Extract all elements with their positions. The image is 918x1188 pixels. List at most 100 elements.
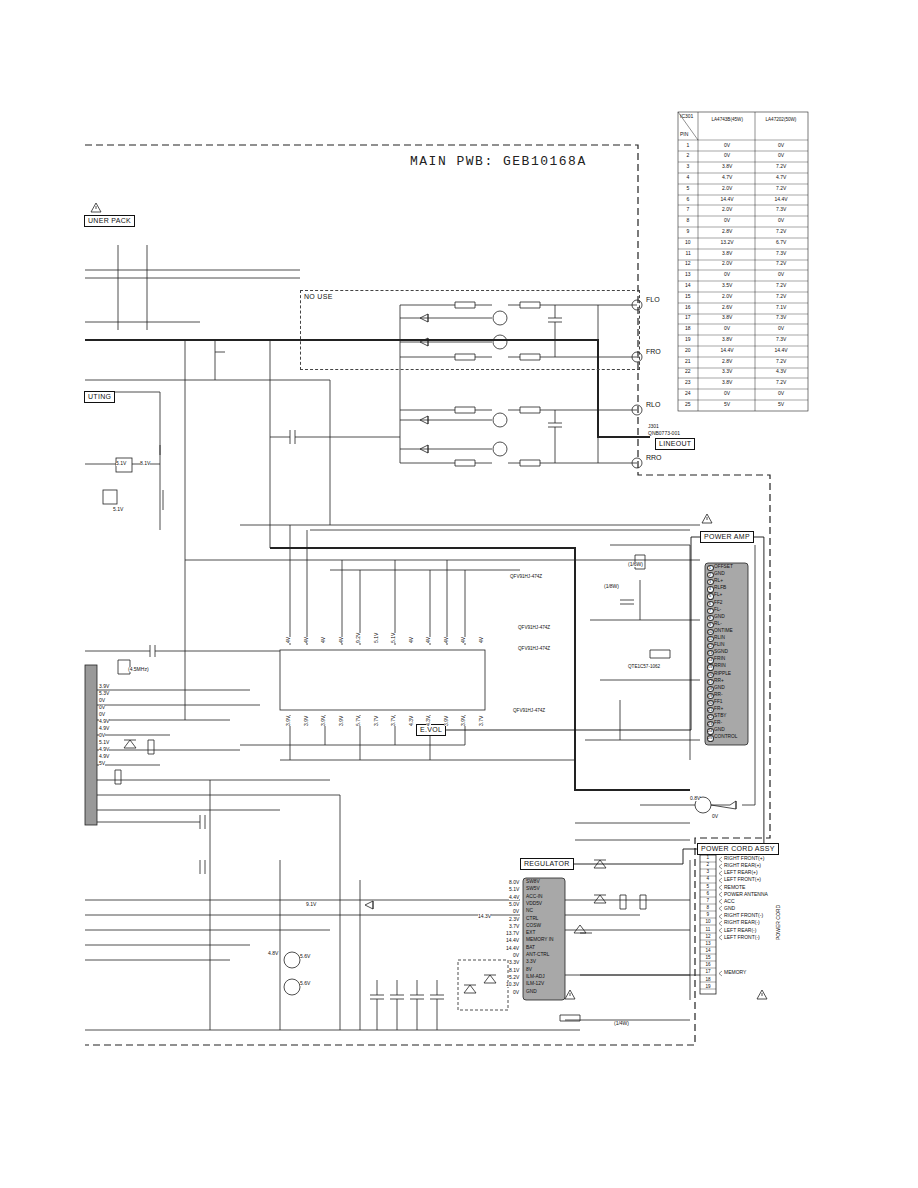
voltage: 0V [513,909,519,914]
pin-name: REMOTE [724,885,745,890]
voltage: 8.0V [509,880,519,885]
pin-name: RLIN [714,636,725,641]
pin-number: 6 [707,892,710,897]
table-cell: 7.3V [776,251,786,256]
pin-number: 19 [706,985,711,990]
table-cell: 12 [685,261,691,266]
pin-number: 4 [707,586,714,592]
pin-name: RR- [714,693,723,698]
voltage: 4V [321,637,326,643]
part-number: QFV91HJ-474Z [510,575,542,580]
part-number: QFV91HJ-474Z [518,647,550,652]
table-cell: 2.8V [722,229,732,234]
voltage: 10.3V [506,982,519,987]
table-cell: 10 [685,240,691,245]
voltage: 3.9V [461,716,466,726]
voltage: 4.9V [99,719,109,724]
pin-number: 15 [707,664,714,670]
table-cell: 3.5V [722,283,732,288]
table-cell: 20 [685,348,691,353]
table-cell: 14.4V [775,348,788,353]
voltage: 4.9V [99,754,109,759]
voltage: 4V [409,637,414,643]
table-header: PIN [680,132,688,137]
voltage: 3.9V [444,716,449,726]
voltage: 5.1V [509,887,519,892]
table-cell: 7.3V [776,207,786,212]
pin-number: 8 [707,906,710,911]
part-number: QFV91HJ-474Z [513,709,545,714]
voltage: 9.2V [356,633,361,643]
pin-number: 23 [707,721,714,727]
pin-number: 1 [707,565,714,571]
voltage: 4V [461,637,466,643]
voltage: 4V [304,637,309,643]
pin-number: 19 [707,693,714,699]
pin-name: GND [714,728,725,733]
pin-name: RIGHT FRONT(-) [724,913,763,918]
connector-label: LINEOUT [655,438,695,450]
terminal-name: FLO [646,296,660,303]
voltage: 4V [479,637,484,643]
pin-name: 8V [526,968,532,973]
pin-number: 24 [707,728,714,734]
wire-connector [574,849,697,864]
voltage: 3.9V [304,716,309,726]
table-cell: 11 [686,251,691,256]
pin-number: 16 [707,672,714,678]
pin-name: GND [714,615,725,620]
pin-number: 1 [707,856,710,861]
voltage: 4V [444,637,449,643]
pin-number: 12 [706,935,711,940]
pin-name: BAT [526,946,535,951]
pin-name: STBY [714,714,727,719]
pin-name: FR+ [714,707,723,712]
pin-name: RIGHT REAR(+) [724,863,761,868]
voltage: 5.2V [509,975,519,980]
node-text: REGULATOR [524,860,570,867]
voltage: 0V [513,953,519,958]
table-cell: 0V [778,391,784,396]
vertical-note: POWER CORD [776,905,781,940]
voltage: 0V [513,990,519,995]
table-cell: 7.2V [776,359,786,364]
part-value: (1/4W) [614,1021,629,1026]
table-cell: 16 [685,305,691,310]
connector-assembly: POWER CORD ASSY [697,843,779,855]
voltage: 5.3V [99,691,109,696]
voltage: 13.7V [506,931,519,936]
table-cell: 7.3V [776,337,786,342]
pin-name: GND [724,906,735,911]
pin-number: 2 [707,572,714,578]
table-cell: 7.2V [776,164,786,169]
pin-number: 15 [706,956,711,961]
pin-number: 4 [707,877,710,882]
voltage: 4.9V [99,726,109,731]
pin-name: LEFT FRONT(-) [724,935,760,940]
pin-name: EXT [526,931,535,936]
part-number: J301 [648,424,659,429]
pin-number: 2 [707,863,710,868]
pin-number: 5 [707,885,710,890]
table-cell: 3.8V [722,251,732,256]
pin-number: 18 [707,686,714,692]
pin-name: GND [714,572,725,577]
pin-name: FRIN [714,657,725,662]
block-label: UTING [84,391,115,403]
pin-name: POWER ANTENNA [724,892,768,897]
table-cell: 7.1V [776,305,786,310]
voltage: 3.7V [391,716,396,726]
voltage: 0V [99,698,105,703]
table-cell: 7 [687,207,690,212]
table-cell: 24 [685,391,691,396]
pin-name: VDD5V [526,902,542,907]
node-text: NO USE [304,293,333,300]
table-cell: 22 [685,369,691,374]
voltage: 14.4V [506,938,519,943]
table-cell: 4 [687,175,690,180]
pin-number: 9 [707,622,714,628]
table-cell: 2.0V [722,294,732,299]
pin-name: RIGHT REAR(-) [724,920,760,925]
table-cell: 2.0V [722,207,732,212]
table-cell: 14.4V [721,348,734,353]
